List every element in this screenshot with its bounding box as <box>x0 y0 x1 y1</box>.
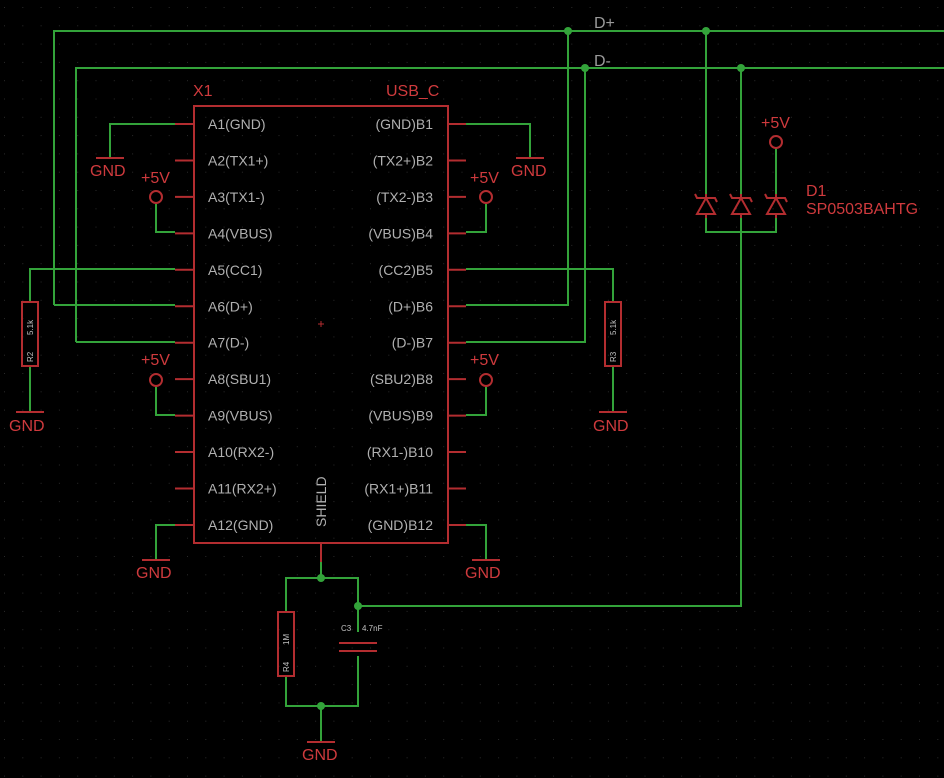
r2-name: R2 <box>26 351 35 362</box>
net-label-d-plus: D+ <box>594 15 615 32</box>
b12-gnd-wire[interactable] <box>466 524 487 560</box>
connector-pin-label-right: (GND)B12 <box>368 517 434 533</box>
net-label-d-minus: D- <box>594 53 611 70</box>
connector-pin-label-right: (TX2+)B2 <box>373 152 434 168</box>
b6-wire[interactable] <box>466 31 569 306</box>
b5-cc2-wire[interactable] <box>466 268 614 302</box>
connector-pin-label-right: (TX2-)B3 <box>376 189 433 205</box>
gnd-symbol-shield[interactable]: GND <box>302 741 338 764</box>
a4-vbus-wire[interactable] <box>155 204 175 233</box>
connector-pin-label-left: A11(RX2+) <box>208 481 277 497</box>
tvs-diode-array-d1[interactable]: D1 SP0503BAHTG <box>694 183 918 218</box>
junction-dot <box>317 702 325 710</box>
connector-pin-label-left: A2(TX1+) <box>208 152 268 168</box>
gnd-symbol-r2[interactable]: GND <box>9 411 45 435</box>
resistor-r3[interactable]: R3 5.1k <box>604 301 622 367</box>
b7-wire[interactable] <box>466 68 586 343</box>
vcc-symbols: +5V +5V +5V +5V +5V <box>141 115 790 387</box>
vcc-symbol-a4[interactable]: +5V <box>141 170 170 204</box>
connector-pin-label-right: (CC2)B5 <box>379 262 434 278</box>
r4-value: 1M <box>282 634 291 645</box>
d-minus-bus-wire[interactable] <box>75 67 944 342</box>
svg-text:+5V: +5V <box>761 115 790 132</box>
c3-value: 4.7nF <box>362 624 383 633</box>
r3-name: R3 <box>609 351 618 362</box>
connector-value: USB_C <box>386 83 439 100</box>
gnd-symbol-r3[interactable]: GND <box>593 411 629 435</box>
connector-pin-label-left: A4(VBUS) <box>208 225 273 241</box>
connector-pin-label-right: (VBUS)B9 <box>368 408 433 424</box>
r4-name: R4 <box>282 661 291 672</box>
wires <box>29 30 944 742</box>
svg-text:+5V: +5V <box>141 352 170 369</box>
gnd-symbol-a12[interactable]: GND <box>136 559 172 582</box>
svg-text:GND: GND <box>593 418 629 435</box>
connector-pin-label-left: A9(VBUS) <box>208 408 273 424</box>
connector-pin-label-left: A8(SBU1) <box>208 371 271 387</box>
resistor-r2[interactable]: R2 5.1k <box>21 301 39 367</box>
a9-vbus-wire[interactable] <box>155 387 175 416</box>
junction-dot <box>737 64 745 72</box>
connector-pin-label-left: A5(CC1) <box>208 262 262 278</box>
svg-text:GND: GND <box>90 163 126 180</box>
a12-gnd-wire[interactable] <box>155 524 175 560</box>
svg-text:GND: GND <box>302 747 338 764</box>
svg-text:GND: GND <box>511 163 547 180</box>
b9-vbus-wire[interactable] <box>466 387 487 416</box>
connector-pin-label-right: (VBUS)B4 <box>368 225 433 241</box>
capacitor-c3[interactable]: C3 4.7nF <box>339 624 383 652</box>
usb-c-connector[interactable]: A1(GND) A2(TX1+) A3(TX1-) A4(VBUS) A5(CC1) A6… <box>175 83 466 562</box>
shield-label: SHIELD <box>313 476 329 527</box>
junction-dot <box>354 602 362 610</box>
connector-pin-label-right: (SBU2)B8 <box>370 371 433 387</box>
d1-gnd-shield-wire[interactable] <box>358 216 742 607</box>
gnd-symbol-b1[interactable]: GND <box>511 157 547 180</box>
svg-text:GND: GND <box>136 565 172 582</box>
c3-name: C3 <box>341 624 352 633</box>
connector-pin-label-right: (D+)B6 <box>388 298 433 314</box>
gnd-symbol-b12[interactable]: GND <box>465 559 501 582</box>
junction-dot <box>581 64 589 72</box>
connector-pin-label-left: A6(D+) <box>208 298 253 314</box>
d-plus-bus-wire[interactable] <box>53 30 944 305</box>
svg-text:+5V: +5V <box>470 170 499 187</box>
connector-pin-label-right: (D-)B7 <box>392 335 433 351</box>
gnd-symbol-a1[interactable]: GND <box>90 157 126 180</box>
connector-pin-label-left: A1(GND) <box>208 116 266 132</box>
connector-pin-label-left: A7(D-) <box>208 335 249 351</box>
a5-cc1-wire[interactable] <box>29 268 175 302</box>
connector-pin-label-left: A10(RX2-) <box>208 444 274 460</box>
junction-dot <box>564 27 572 35</box>
svg-text:+5V: +5V <box>141 170 170 187</box>
vcc-symbol-a9[interactable]: +5V <box>141 352 170 387</box>
connector-pin-label-right: (RX1-)B10 <box>367 444 433 460</box>
junction-dot <box>702 27 710 35</box>
b4-vbus-wire[interactable] <box>466 204 487 233</box>
svg-text:GND: GND <box>9 418 45 435</box>
b1-gnd-wire[interactable] <box>466 123 531 158</box>
junction-dot <box>317 574 325 582</box>
d1-value: SP0503BAHTG <box>806 201 918 218</box>
connector-pin-label-right: (RX1+)B11 <box>364 481 433 497</box>
connector-pin-labels: A1(GND) A2(TX1+) A3(TX1-) A4(VBUS) A5(CC1) A6… <box>208 116 433 533</box>
gnd-symbols: GND GND GND GND GND GND GND <box>9 157 629 764</box>
vcc-symbol-b4[interactable]: +5V <box>470 170 499 204</box>
junctions <box>317 27 745 710</box>
svg-text:GND: GND <box>465 565 501 582</box>
d1-name: D1 <box>806 183 827 200</box>
connector-pin-label-right: (GND)B1 <box>375 116 433 132</box>
connector-pin-lines <box>175 123 466 526</box>
r3-value: 5.1k <box>609 319 618 335</box>
vcc-symbol-d1[interactable]: +5V <box>761 115 790 149</box>
vcc-symbol-b9[interactable]: +5V <box>470 352 499 387</box>
a1-gnd-wire[interactable] <box>109 123 175 158</box>
svg-text:+5V: +5V <box>470 352 499 369</box>
r2-value: 5.1k <box>26 319 35 335</box>
connector-pin-label-left: A3(TX1-) <box>208 189 265 205</box>
connector-name: X1 <box>193 83 213 100</box>
connector-pin-label-left: A12(GND) <box>208 517 273 533</box>
resistor-r4[interactable]: R4 1M <box>277 611 295 677</box>
